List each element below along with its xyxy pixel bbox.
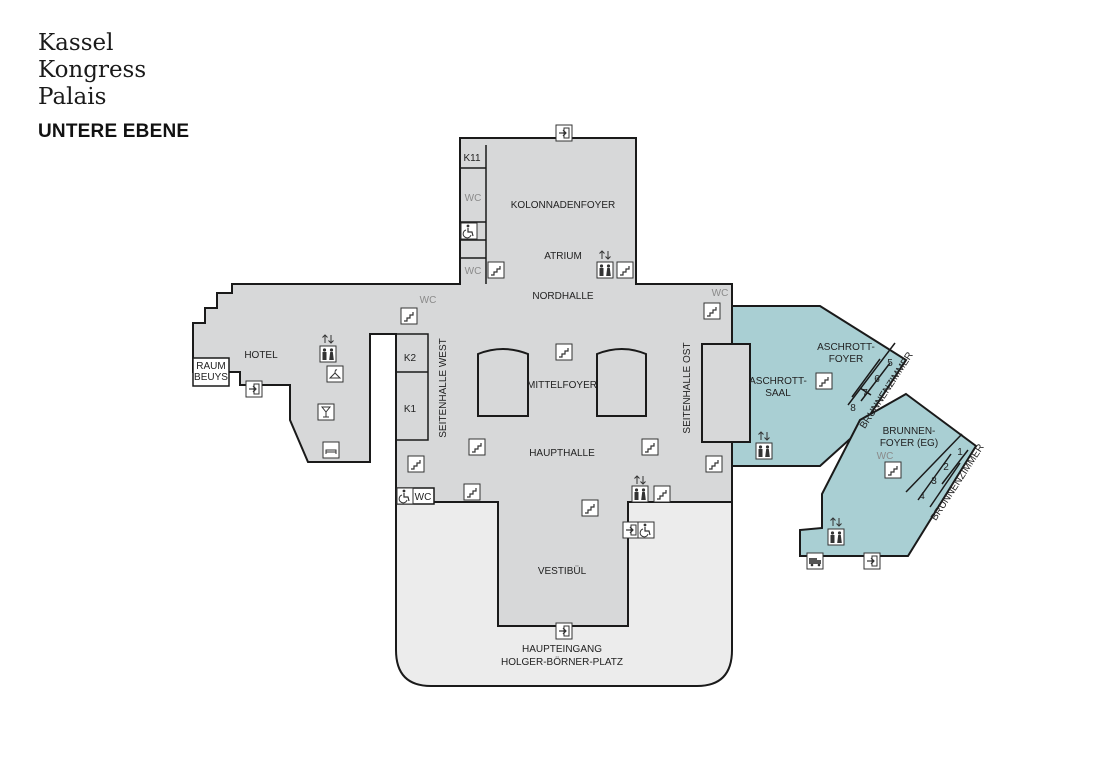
stairs-icon xyxy=(705,455,723,473)
label-hotel: HOTEL xyxy=(244,350,278,361)
exit-icon xyxy=(863,552,881,570)
brunnenzimmer-2: 2 xyxy=(943,462,949,473)
stairs-icon xyxy=(653,485,671,503)
label-k2: K2 xyxy=(404,353,417,364)
brunnenzimmer-8: 8 xyxy=(850,403,856,414)
exit-icon xyxy=(245,380,263,398)
label-nordhalle: NORDHALLE xyxy=(532,291,593,302)
exit-icon xyxy=(555,622,573,640)
brunnenzimmer-4: 4 xyxy=(919,491,925,502)
label-wc-nordhalle-east: WC xyxy=(712,288,729,299)
label-wc-brunnen: WC xyxy=(877,451,894,462)
label-seitenhalle-west: SEITENHALLE WEST xyxy=(438,338,449,437)
logo-line-2: Kongress xyxy=(38,57,147,83)
label-aschrott-saal-2: SAAL xyxy=(765,388,791,399)
exit-icon xyxy=(555,124,573,142)
label-wc-entrance: WC xyxy=(415,492,432,503)
stairs-icon xyxy=(884,461,902,479)
wheelchair-icon xyxy=(637,521,655,539)
stairs-icon xyxy=(463,483,481,501)
label-aschrott-saal-1: ASCHROTT- xyxy=(749,376,807,387)
label-k1: K1 xyxy=(404,404,417,415)
label-haupteingang: HAUPTEINGANG xyxy=(522,644,602,655)
label-holger-boerner-platz: HOLGER-BÖRNER-PLATZ xyxy=(501,656,623,668)
brunnenzimmer-6: 6 xyxy=(874,374,880,385)
label-seitenhalle-ost: SEITENHALLE OST xyxy=(682,342,693,433)
catering-icon xyxy=(806,552,824,570)
stairs-icon xyxy=(616,261,634,279)
toilet-icon xyxy=(319,345,337,363)
stairs-icon xyxy=(703,302,721,320)
toilet-icon xyxy=(631,485,649,503)
lounge-icon xyxy=(322,441,340,459)
label-raum: RAUM xyxy=(196,361,225,372)
toilet-icon xyxy=(755,442,773,460)
label-aschrott-foyer-1: ASCHROTT- xyxy=(817,342,875,353)
stairs-icon xyxy=(555,343,573,361)
stairs-icon xyxy=(641,438,659,456)
stairs-icon xyxy=(581,499,599,517)
label-brunnenfoyer-1: BRUNNEN- xyxy=(883,426,936,437)
brunnenzimmer-1: 1 xyxy=(957,447,963,458)
stairs-icon xyxy=(407,455,425,473)
wheelchair-icon xyxy=(396,487,414,505)
label-wc-north-1: WC xyxy=(465,193,482,204)
label-aschrott-foyer-2: FOYER xyxy=(829,354,863,365)
label-wc-nordhalle-west: WC xyxy=(420,295,437,306)
brunnenzimmer-7: 7 xyxy=(862,388,868,399)
level-title: UNTERE EBENE xyxy=(38,121,190,142)
label-mittelfoyer: MITTELFOYER xyxy=(527,380,597,391)
stairs-icon xyxy=(400,307,418,325)
label-k11: K11 xyxy=(463,153,480,164)
stairs-icon xyxy=(468,438,486,456)
label-beuys: BEUYS xyxy=(194,372,228,383)
cloakroom-icon xyxy=(326,365,344,383)
label-brunnenfoyer-2: FOYER (EG) xyxy=(880,438,938,449)
label-vestibuel: VESTIBÜL xyxy=(538,565,587,577)
internal-walls xyxy=(192,145,969,626)
bar-icon xyxy=(317,403,335,421)
label-atrium: ATRIUM xyxy=(544,251,582,262)
exit-icon xyxy=(622,521,640,539)
stairs-icon xyxy=(487,261,505,279)
label-wc-north-2: WC xyxy=(465,266,482,277)
toilet-icon xyxy=(827,528,845,546)
wheelchair-icon xyxy=(460,222,478,240)
label-haupthalle: HAUPTHALLE xyxy=(529,448,595,459)
logo-line-1: Kassel xyxy=(38,30,114,56)
stairs-icon xyxy=(815,372,833,390)
logo-line-3: Palais xyxy=(38,84,107,110)
header: Kassel Kongress Palais UNTERE EBENE xyxy=(38,30,189,143)
brunnenzimmer-5: 5 xyxy=(887,358,893,369)
brunnenzimmer-3: 3 xyxy=(931,476,937,487)
label-kolonnadenfoyer: KOLONNADENFOYER xyxy=(511,200,615,211)
toilet-icon xyxy=(596,261,614,279)
